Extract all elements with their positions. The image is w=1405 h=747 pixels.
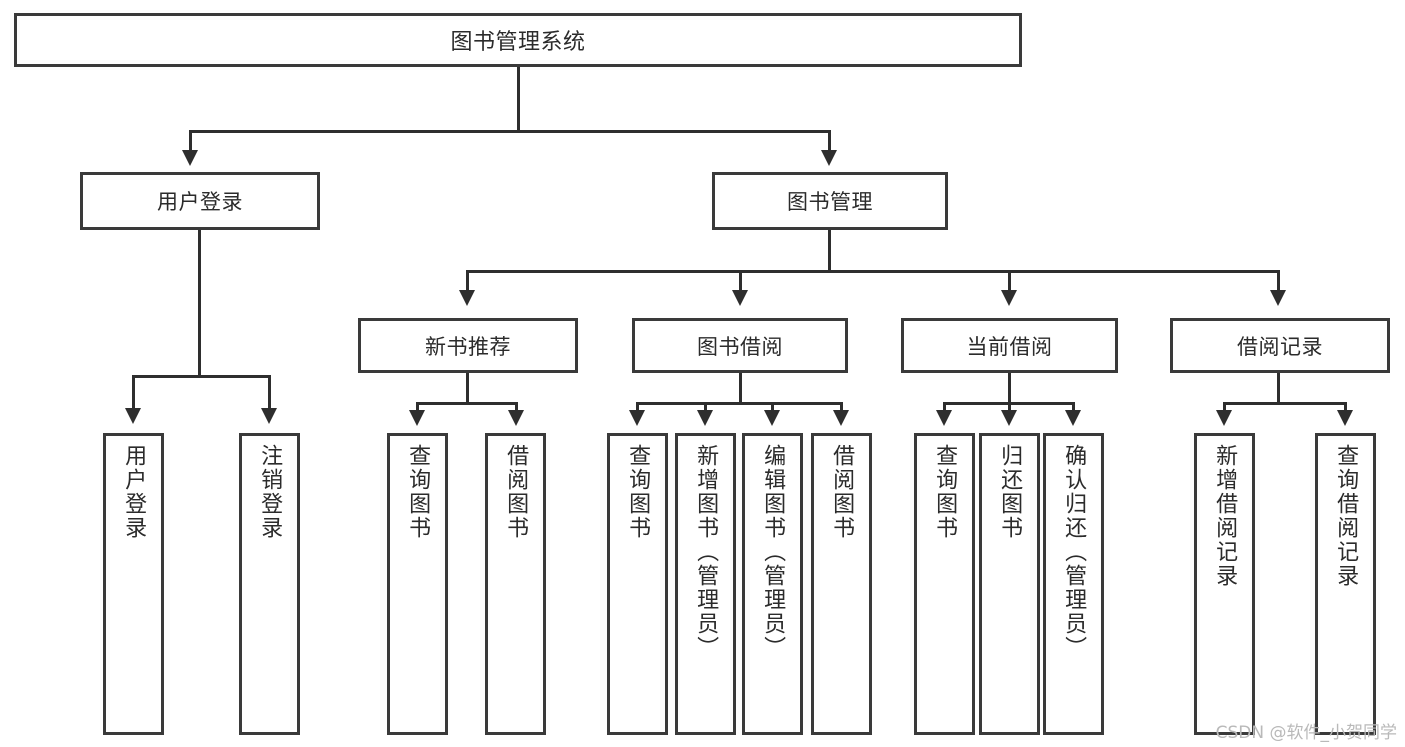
leaf-label: 注销登录 <box>257 444 283 540</box>
node-current-borrow[interactable]: 当前借阅 <box>901 318 1118 373</box>
arrowhead-record-to-leaf1 <box>1337 410 1353 426</box>
node-new-book-recommend[interactable]: 新书推荐 <box>358 318 578 373</box>
connector-borrow-stem <box>739 373 742 402</box>
connector-record-to-leaf0 <box>1223 402 1226 414</box>
connector-record-bus <box>1223 402 1347 405</box>
connector-bookmgmt-to-l3-3 <box>1277 270 1280 292</box>
connector-root-bus <box>189 130 831 133</box>
connector-recommend-bus <box>416 402 518 405</box>
node-label: 当前借阅 <box>966 334 1053 359</box>
connector-login-bus <box>132 375 268 378</box>
node-book-management[interactable]: 图书管理 <box>712 172 948 230</box>
arrowhead-bookmgmt-to-l3-1 <box>732 290 748 306</box>
node-user-login[interactable]: 用户登录 <box>80 172 320 230</box>
leaf-label: 归还图书 <box>997 444 1023 540</box>
node-label: 借阅记录 <box>1237 334 1323 359</box>
node-book-borrow[interactable]: 图书借阅 <box>632 318 848 373</box>
arrowhead-current-to-leaf0 <box>936 410 952 426</box>
arrowhead-bookmgmt-to-l3-3 <box>1270 290 1286 306</box>
arrowhead-current-to-leaf1 <box>1001 410 1017 426</box>
node-label: 用户登录 <box>157 190 243 214</box>
connector-bookmgmt-to-l3-0 <box>466 270 469 292</box>
leaf-label: 确认归还（管理员） <box>1061 444 1087 660</box>
arrowhead-borrow-to-leaf2 <box>764 410 780 426</box>
leaf-borrow-borrow-book[interactable]: 借阅图书 <box>811 433 872 735</box>
node-label: 图书借阅 <box>697 334 783 359</box>
node-borrow-record[interactable]: 借阅记录 <box>1170 318 1390 373</box>
leaf-label: 查询图书 <box>932 444 958 540</box>
connector-login-stem <box>198 230 201 375</box>
node-label: 图书管理 <box>787 190 873 214</box>
leaf-recommend-borrow-book[interactable]: 借阅图书 <box>485 433 546 735</box>
connector-recommend-stem <box>466 373 469 402</box>
connector-login-to-leaf0 <box>132 375 135 410</box>
connector-borrow-to-leaf0 <box>636 402 639 414</box>
connector-root-stem <box>517 67 520 130</box>
arrowhead-login-to-leaf1 <box>261 408 277 424</box>
arrowhead-borrow-to-leaf3 <box>833 410 849 426</box>
connector-borrow-to-leaf2 <box>771 402 774 414</box>
connector-current-to-leaf0 <box>943 402 946 414</box>
arrowhead-root-to-bookmgmt <box>821 150 837 166</box>
leaf-label: 新增借阅记录 <box>1212 444 1238 588</box>
arrowhead-bookmgmt-to-l3-2 <box>1001 290 1017 306</box>
arrowhead-recommend-to-leaf1 <box>508 410 524 426</box>
node-root-system[interactable]: 图书管理系统 <box>14 13 1022 67</box>
connector-current-stem <box>1008 373 1011 402</box>
connector-root-to-login <box>189 130 192 152</box>
arrowhead-login-to-leaf0 <box>125 408 141 424</box>
leaf-user-login[interactable]: 用户登录 <box>103 433 164 735</box>
arrowhead-borrow-to-leaf0 <box>629 410 645 426</box>
connector-recommend-to-leaf0 <box>416 402 419 414</box>
leaf-label: 用户登录 <box>121 444 147 540</box>
connector-login-to-leaf1 <box>268 375 271 410</box>
leaf-borrow-search-book[interactable]: 查询图书 <box>607 433 668 735</box>
leaf-label: 借阅图书 <box>829 444 855 540</box>
connector-current-to-leaf1 <box>1008 402 1011 414</box>
leaf-current-search-book[interactable]: 查询图书 <box>914 433 975 735</box>
arrowhead-root-to-login <box>182 150 198 166</box>
arrowhead-borrow-to-leaf1 <box>697 410 713 426</box>
connector-borrow-to-leaf1 <box>704 402 707 414</box>
connector-bookmgmt-to-l3-1 <box>739 270 742 292</box>
connector-borrow-to-leaf3 <box>840 402 843 414</box>
leaf-recommend-search-book[interactable]: 查询图书 <box>387 433 448 735</box>
connector-record-stem <box>1277 373 1280 402</box>
leaf-logout[interactable]: 注销登录 <box>239 433 300 735</box>
leaf-label: 借阅图书 <box>503 444 529 540</box>
leaf-label: 查询图书 <box>625 444 651 540</box>
connector-recommend-to-leaf1 <box>515 402 518 414</box>
connector-borrow-bus <box>636 402 843 405</box>
leaf-label: 查询借阅记录 <box>1333 444 1359 588</box>
leaf-record-add-record[interactable]: 新增借阅记录 <box>1194 433 1255 735</box>
csdn-watermark: CSDN @软件_小贺同学 <box>1215 723 1397 743</box>
leaf-label: 查询图书 <box>405 444 431 540</box>
arrowhead-current-to-leaf2 <box>1065 410 1081 426</box>
arrowhead-bookmgmt-to-l3-0 <box>459 290 475 306</box>
leaf-current-return-book[interactable]: 归还图书 <box>979 433 1040 735</box>
connector-root-to-bookmgmt <box>828 130 831 152</box>
connector-bookmgmt-stem <box>828 230 831 270</box>
connector-bookmgmt-bus <box>466 270 1280 273</box>
connector-current-to-leaf2 <box>1072 402 1075 414</box>
leaf-label: 新增图书（管理员） <box>693 444 719 660</box>
arrowhead-recommend-to-leaf0 <box>409 410 425 426</box>
connector-bookmgmt-to-l3-2 <box>1008 270 1011 292</box>
leaf-current-confirm-return[interactable]: 确认归还（管理员） <box>1043 433 1104 735</box>
leaf-record-search-record[interactable]: 查询借阅记录 <box>1315 433 1376 735</box>
leaf-borrow-add-book[interactable]: 新增图书（管理员） <box>675 433 736 735</box>
leaf-label: 编辑图书（管理员） <box>760 444 786 660</box>
node-label: 新书推荐 <box>425 334 511 359</box>
arrowhead-record-to-leaf0 <box>1216 410 1232 426</box>
node-label: 图书管理系统 <box>450 30 586 55</box>
connector-record-to-leaf1 <box>1344 402 1347 414</box>
leaf-borrow-edit-book[interactable]: 编辑图书（管理员） <box>742 433 803 735</box>
